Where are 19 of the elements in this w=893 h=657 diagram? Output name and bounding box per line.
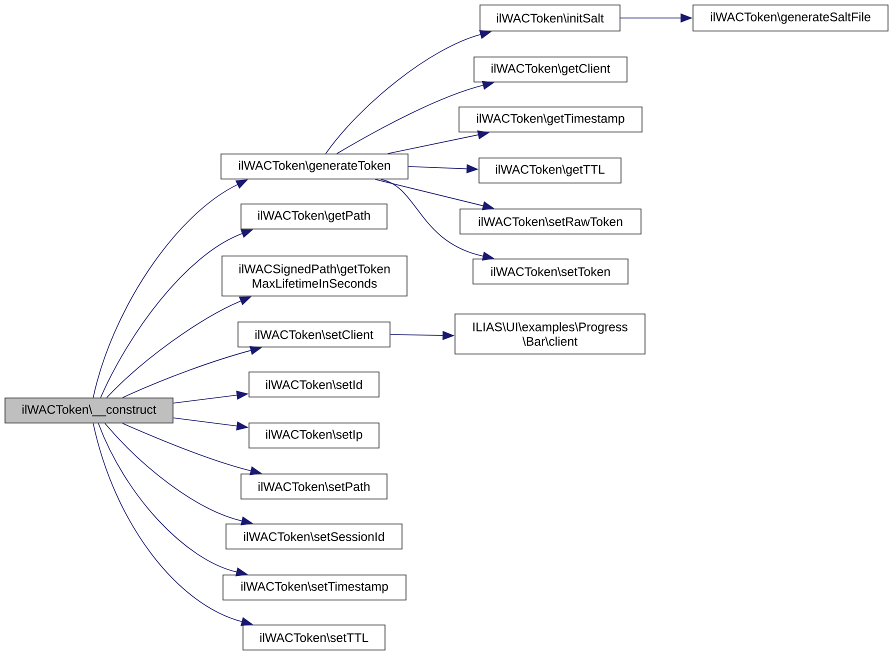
function-box: ilWACToken\__construct <box>4 398 174 424</box>
function-box: ilWACToken\setSessionId <box>226 524 402 550</box>
function-box: ILIAS\UI\examples\Progress \Bar\client <box>454 314 646 354</box>
function-box: ilWACToken\getPath <box>240 204 388 230</box>
function-box: ilWACToken\setRawToken <box>460 208 642 234</box>
function-box: ilWACSignedPath\getToken MaxLifetimeInSeconds <box>222 256 408 296</box>
function-box: ilWACToken\setTTL <box>242 624 386 650</box>
function-box: ilWACToken\setPath <box>240 474 388 500</box>
function-box: ilWACToken\generateSaltFile <box>692 4 888 32</box>
function-box: ilWACToken\getClient <box>474 56 628 82</box>
function-box: ilWACToken\getTimestamp <box>458 106 642 132</box>
function-box: ilWACToken\setClient <box>238 322 390 348</box>
function-box: ilWACToken\initSalt <box>480 4 620 32</box>
function-box: ilWACToken\setId <box>248 372 380 398</box>
function-box: ilWACToken\generateToken <box>220 154 408 180</box>
function-box: ilWACToken\setTimestamp <box>222 574 406 600</box>
function-box: ilWACToken\setIp <box>248 422 380 448</box>
function-box: ilWACToken\setToken <box>472 258 628 284</box>
function-box: ilWACToken\getTTL <box>478 158 622 184</box>
